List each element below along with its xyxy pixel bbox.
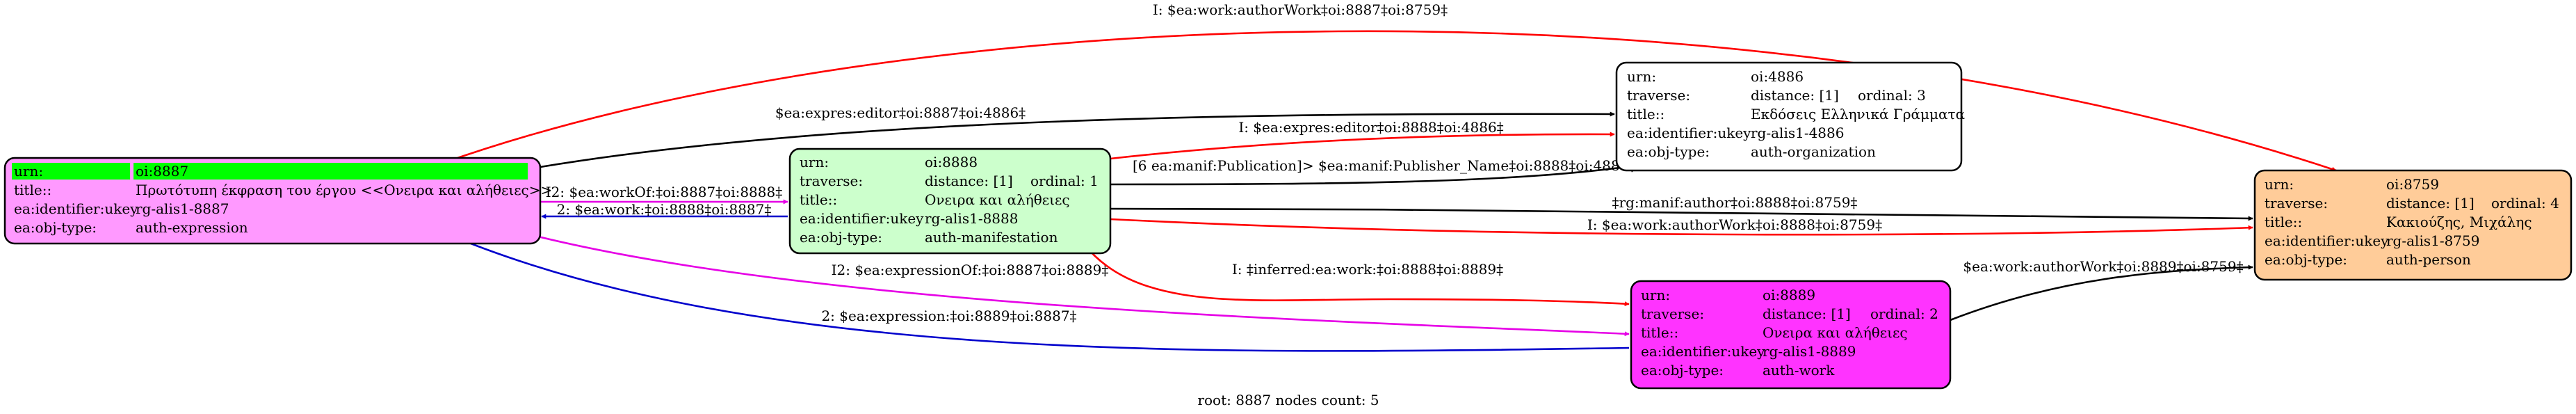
node-8887-value-1: Πρωτότυπη έκφραση του έργου <<Ονειρα και…: [136, 182, 552, 198]
node-4886-value-2: Εκδόσεις Ελληνικά Γράμματα: [1751, 106, 1965, 122]
node-8888-value-2: Ονειρα και αλήθειες: [925, 191, 1070, 208]
edge-publisher-8888-4886: [1110, 162, 1645, 186]
edge-label-e1: I: $ea:work:authorWork‡oi:8887‡oi:8759‡: [1153, 1, 1448, 18]
node-4886-value-0: oi:4886: [1751, 68, 1804, 85]
node-oi-8759[interactable]: urn: oi:8759 traverse: distance: [1] ord…: [2253, 169, 2573, 281]
edge-authorwork-8888-8759: [1110, 218, 2253, 236]
node-8759-value-3: rg-alis1-8759: [2386, 232, 2479, 249]
node-8759-value-0: oi:8759: [2386, 176, 2439, 193]
edge-inferred-work-8888-8889: [1083, 244, 1630, 307]
node-4886-key-1: traverse:: [1627, 87, 1690, 104]
node-8889-value-3: rg-alis1-8889: [1763, 343, 1856, 360]
node-8759-key-2: title::: [2265, 214, 2302, 230]
node-8889-value-2: Ονειρα και αλήθειες: [1763, 324, 1908, 341]
node-8888-value-1: distance: [1]: [925, 173, 1013, 189]
edge-expression-8889-8887: [423, 223, 1630, 352]
edge-label-e5: I2: $ea:workOf:‡oi:8887‡oi:8888‡: [546, 184, 782, 200]
edge-authorwork-8889-8759: [1950, 264, 2253, 321]
node-8888-key-1: traverse:: [800, 173, 863, 189]
node-8887-value-2: rg-alis1-8887: [136, 200, 229, 217]
node-8889-key-0: urn:: [1641, 287, 1670, 303]
node-8889-key-1: traverse:: [1641, 305, 1704, 322]
edges-layer: I: $ea:work:authorWork‡oi:8887‡oi:8759‡ …: [423, 1, 2337, 352]
node-8887-key-2: ea:identifier:ukey: [14, 200, 138, 217]
node-8759-extra-1: ordinal: 4: [2491, 195, 2559, 212]
edge-label-e11: 2: $ea:expression:‡oi:8889‡oi:8887‡: [821, 308, 1076, 324]
edge-manif-author-8888-8759: [1110, 207, 2253, 221]
edge-label-e3: I: $ea:expres:editor‡oi:8888‡oi:4886‡: [1238, 119, 1503, 136]
node-8888-key-2: title::: [800, 191, 837, 208]
edge-expres-editor-8887-4886: [540, 111, 1615, 168]
node-8888-key-0: urn:: [800, 154, 829, 170]
edge-expres-editor-8888-4886: [1110, 132, 1615, 160]
edge-label-e8: I: $ea:work:authorWork‡oi:8888‡oi:8759‡: [1587, 216, 1882, 233]
node-8889-key-3: ea:identifier:ukey: [1641, 343, 1765, 360]
node-8759-value-4: auth-person: [2386, 251, 2471, 268]
node-8887-value-3: auth-expression: [136, 219, 248, 236]
node-4886-extra-1: ordinal: 3: [1858, 87, 1926, 104]
edge-label-e7: ‡rg:manif:author‡oi:8888‡oi:8759‡: [1612, 194, 1858, 211]
node-4886-key-3: ea:identifier:ukey: [1627, 125, 1751, 141]
node-4886-key-4: ea:obj-type:: [1627, 143, 1710, 160]
edge-label-e9: I2: $ea:expressionOf:‡oi:8887‡oi:8889‡: [832, 262, 1109, 278]
node-8759-value-1: distance: [1]: [2386, 195, 2474, 212]
node-8759-key-0: urn:: [2265, 176, 2294, 193]
node-8888-key-3: ea:identifier:ukey: [800, 210, 924, 227]
graph-footer: root: 8887 nodes count: 5: [1197, 392, 1379, 408]
node-4886-value-3: rg-alis1-4886: [1751, 125, 1844, 141]
node-8889-value-0: oi:8889: [1763, 287, 1815, 303]
node-8887-key-1: title::: [14, 182, 51, 198]
node-8889-value-4: auth-work: [1763, 362, 1835, 379]
node-4886-key-2: title::: [1627, 106, 1664, 122]
node-8887-key-0: urn:: [14, 163, 43, 180]
node-8888-value-0: oi:8888: [925, 154, 978, 170]
node-8887-urn-highlight-key: [12, 163, 130, 180]
node-8887-value-0: oi:8887: [136, 163, 188, 180]
edge-label-e2: $ea:expres:editor‡oi:8887‡oi:4886‡: [775, 104, 1026, 121]
node-8759-key-4: ea:obj-type:: [2265, 251, 2347, 268]
node-oi-4886[interactable]: urn: oi:4886 traverse: distance: [1] ord…: [1615, 61, 1965, 172]
edge-label-e12: $ea:work:authorWork‡oi:8889‡oi:8759‡: [1963, 258, 2243, 275]
node-4886-value-4: auth-organization: [1751, 143, 1876, 160]
node-oi-8887[interactable]: urn: oi:8887 title:: Πρωτότυπη έκφραση τ…: [3, 157, 552, 245]
node-8759-key-1: traverse:: [2265, 195, 2328, 212]
node-8887-urn-highlight-value: [133, 163, 528, 180]
node-8888-key-4: ea:obj-type:: [800, 229, 882, 246]
node-8759-key-3: ea:identifier:ukey: [2265, 232, 2389, 249]
node-4886-key-0: urn:: [1627, 68, 1656, 85]
node-8889-key-4: ea:obj-type:: [1641, 362, 1724, 379]
node-8888-extra-1: ordinal: 1: [1030, 173, 1099, 189]
edge-authorwork-8887-8759: [441, 30, 2337, 172]
edge-label-e4: [6 ea:manif:Publication]> $ea:manif:Publ…: [1133, 157, 1644, 174]
node-8889-value-1: distance: [1]: [1763, 305, 1851, 322]
edge-label-e6: 2: $ea:work:‡oi:8888‡oi:8887‡: [557, 201, 772, 218]
node-8887-key-3: ea:obj-type:: [14, 219, 97, 236]
node-8888-value-3: rg-alis1-8888: [925, 210, 1018, 227]
edge-expressionof-8887-8889: [486, 221, 1630, 337]
node-oi-8889[interactable]: urn: oi:8889 traverse: distance: [1] ord…: [1630, 280, 1952, 390]
node-8888-value-4: auth-manifestation: [925, 229, 1058, 246]
node-8889-extra-1: ordinal: 2: [1870, 305, 1938, 322]
node-8759-value-2: Κακιούζης, Μιχάλης: [2386, 214, 2532, 230]
node-8889-key-2: title::: [1641, 324, 1678, 341]
node-4886-value-1: distance: [1]: [1751, 87, 1839, 104]
edge-label-e10: I: ‡inferred:ea:work:‡oi:8888‡oi:8889‡: [1232, 261, 1503, 278]
node-oi-8888[interactable]: urn: oi:8888 traverse: distance: [1] ord…: [788, 148, 1112, 255]
